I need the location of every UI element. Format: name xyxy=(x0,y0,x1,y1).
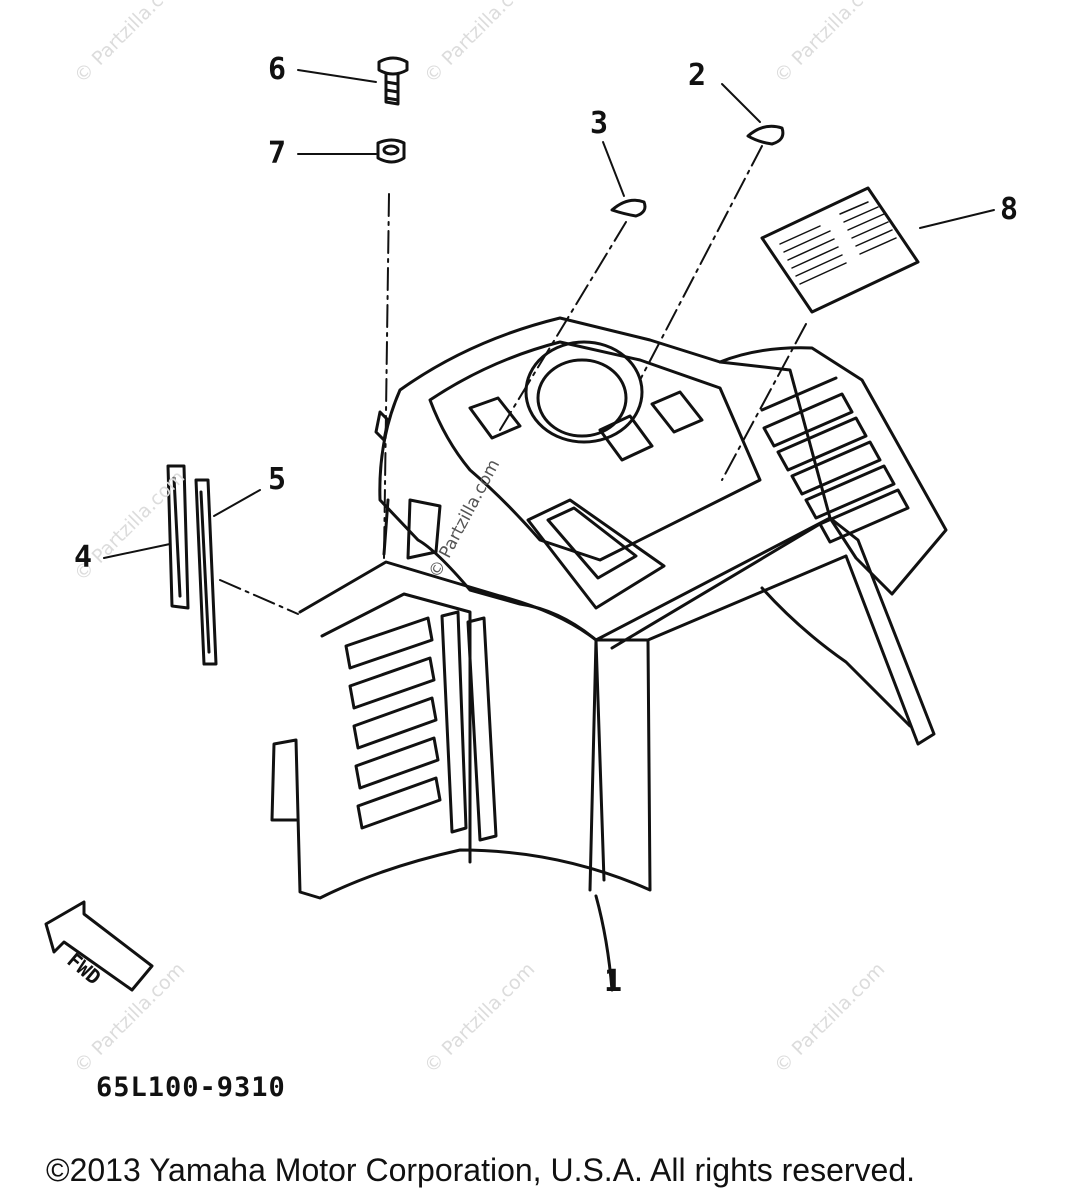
callout-6: 6 xyxy=(268,52,287,87)
clip-part-3 xyxy=(610,198,647,218)
copyright-notice: ©2013 Yamaha Motor Corporation, U.S.A. A… xyxy=(46,1152,916,1188)
strip-part-4 xyxy=(166,464,190,610)
callout-1: 1 xyxy=(604,964,623,999)
clip-part-2 xyxy=(746,124,785,146)
callout-7: 7 xyxy=(268,136,287,171)
callout-3: 3 xyxy=(590,106,609,141)
callout-2: 2 xyxy=(688,58,707,93)
strip-part-5 xyxy=(194,478,218,666)
grommet-part-7 xyxy=(376,138,406,164)
front-cowling-part-1 xyxy=(270,316,948,992)
diagram-code: 65L100-9310 xyxy=(96,1072,286,1103)
forward-arrow xyxy=(44,900,154,992)
screw-part-6 xyxy=(377,56,409,106)
callout-8: 8 xyxy=(1000,192,1019,227)
decal-part-8 xyxy=(760,186,920,314)
callout-5: 5 xyxy=(268,462,287,497)
callout-4: 4 xyxy=(74,540,93,575)
